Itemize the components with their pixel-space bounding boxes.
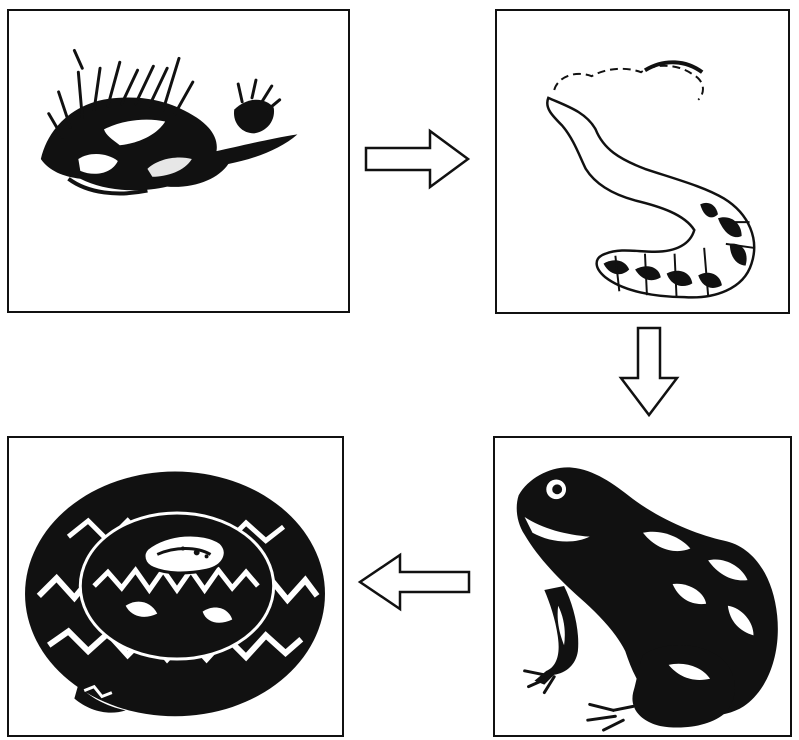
dead-bird-panel (7, 9, 350, 313)
frog-panel (493, 436, 792, 737)
maggot-icon (497, 11, 788, 312)
snake-icon (9, 438, 342, 735)
arrow-right-icon (364, 128, 472, 190)
maggot-panel (495, 9, 790, 314)
dead-bird-icon (9, 11, 348, 311)
frog-icon (495, 438, 790, 735)
arrow-down-icon (618, 326, 680, 418)
snake-panel (7, 436, 344, 737)
arrow-left-icon (356, 552, 472, 612)
